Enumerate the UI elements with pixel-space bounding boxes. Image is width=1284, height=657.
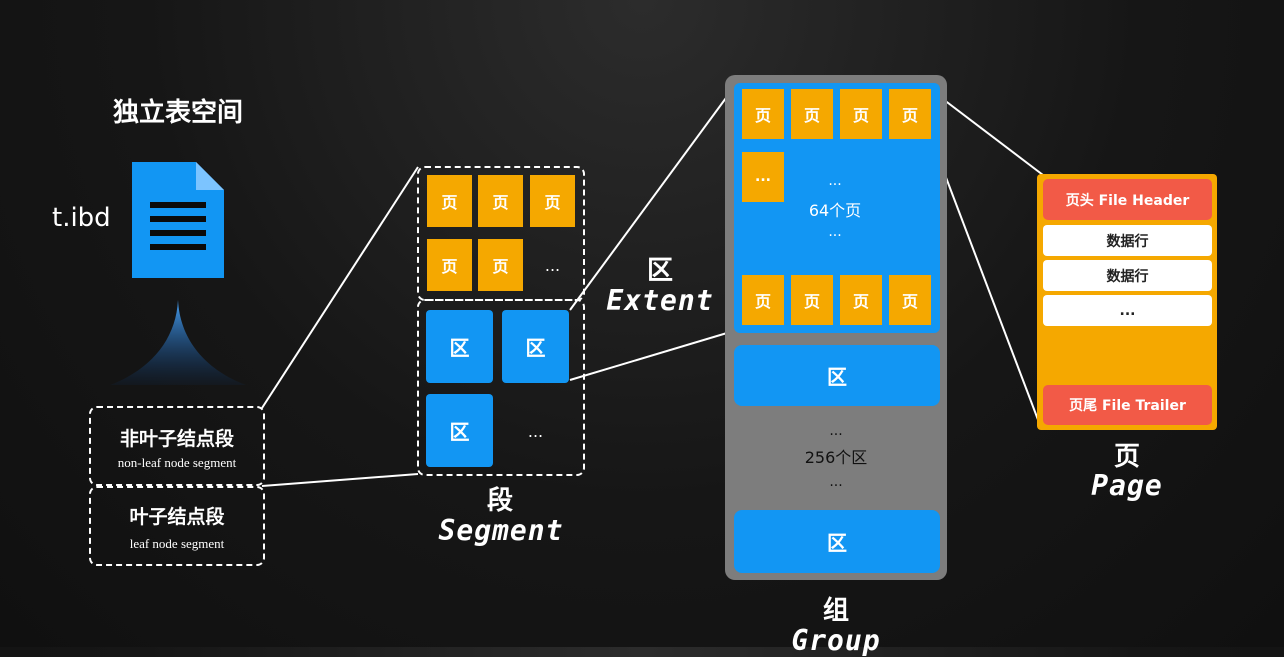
segment-page-cell: 页 bbox=[478, 175, 523, 227]
segment-page-cell: 页 bbox=[478, 239, 523, 291]
nonleaf-segment-box bbox=[89, 406, 265, 486]
leaf-segment-box bbox=[89, 486, 265, 566]
extent-title-en: Extent bbox=[606, 284, 714, 317]
segment-extent-cell: 区 bbox=[426, 310, 493, 383]
leaf-segment-title: 叶子结点段 bbox=[129, 506, 225, 528]
group-extent-cell: 区 bbox=[734, 345, 940, 406]
page-data-row: ... bbox=[1043, 295, 1212, 326]
file-document-icon bbox=[132, 162, 224, 278]
group-pages-dots-bottom: ... bbox=[828, 224, 842, 240]
segment-page-cell: 页 bbox=[427, 239, 472, 291]
group-page-cell: 页 bbox=[840, 275, 882, 325]
page-file-trailer: 页尾 File Trailer bbox=[1043, 385, 1212, 425]
group-page-cell: 页 bbox=[840, 89, 882, 139]
group-page-cell: 页 bbox=[791, 275, 833, 325]
group-extents-count: 256个区 bbox=[804, 448, 868, 467]
group-extents-dots-top: ... bbox=[829, 423, 843, 439]
segment-title-cn: 段 bbox=[486, 486, 513, 516]
segment-title-en: Segment bbox=[438, 514, 564, 547]
page-title-en: Page bbox=[1091, 469, 1163, 502]
segment-extents-box bbox=[417, 299, 585, 476]
group-extents-dots-bottom: ... bbox=[829, 474, 843, 490]
line-nonleaf-to-segment-top bbox=[261, 166, 419, 409]
nonleaf-segment-subtitle: non-leaf node segment bbox=[117, 455, 237, 470]
segment-extent-ellipsis: ... bbox=[527, 422, 544, 441]
page-data-row: 数据行 bbox=[1043, 225, 1212, 256]
group-page-cell: 页 bbox=[742, 275, 784, 325]
line-page-to-panel-top bbox=[930, 89, 1044, 176]
leaf-segment-subtitle: leaf node segment bbox=[129, 536, 225, 551]
segment-extent-cell: 区 bbox=[426, 394, 493, 467]
line-page-to-panel-bottom bbox=[930, 137, 1041, 426]
page-data-row: 数据行 bbox=[1043, 260, 1212, 291]
tablespace-title: 独立表空间 bbox=[112, 98, 243, 128]
page-file-header: 页头 File Header bbox=[1043, 179, 1212, 220]
group-extent-cell: 区 bbox=[734, 510, 940, 573]
group-pages-count: 64个页 bbox=[808, 201, 862, 220]
segment-page-ellipsis: ... bbox=[544, 256, 561, 275]
group-page-cell: 页 bbox=[889, 89, 931, 139]
nonleaf-segment-title: 非叶子结点段 bbox=[119, 428, 234, 450]
line-extent-to-group-bottom bbox=[569, 329, 738, 381]
extent-title-cn: 区 bbox=[646, 256, 673, 286]
group-pages-dots-top: ... bbox=[828, 173, 842, 189]
line-extent-to-group-top bbox=[569, 82, 738, 311]
segment-extent-cell: 区 bbox=[502, 310, 569, 383]
group-page-cell: 页 bbox=[791, 89, 833, 139]
group-page-cell: 页 bbox=[742, 89, 784, 139]
group-small-ellipsis-cell: ... bbox=[742, 152, 784, 202]
group-title-cn: 组 bbox=[822, 596, 849, 626]
segment-page-cell: 页 bbox=[427, 175, 472, 227]
group-title-en: Group bbox=[791, 624, 881, 657]
file-name: t.ibd bbox=[52, 203, 111, 233]
segment-page-cell: 页 bbox=[530, 175, 575, 227]
light-beam bbox=[110, 300, 246, 385]
line-leaf-to-segment-bottom bbox=[261, 473, 419, 487]
group-page-cell: 页 bbox=[889, 275, 931, 325]
page-title-cn: 页 bbox=[1113, 442, 1140, 472]
